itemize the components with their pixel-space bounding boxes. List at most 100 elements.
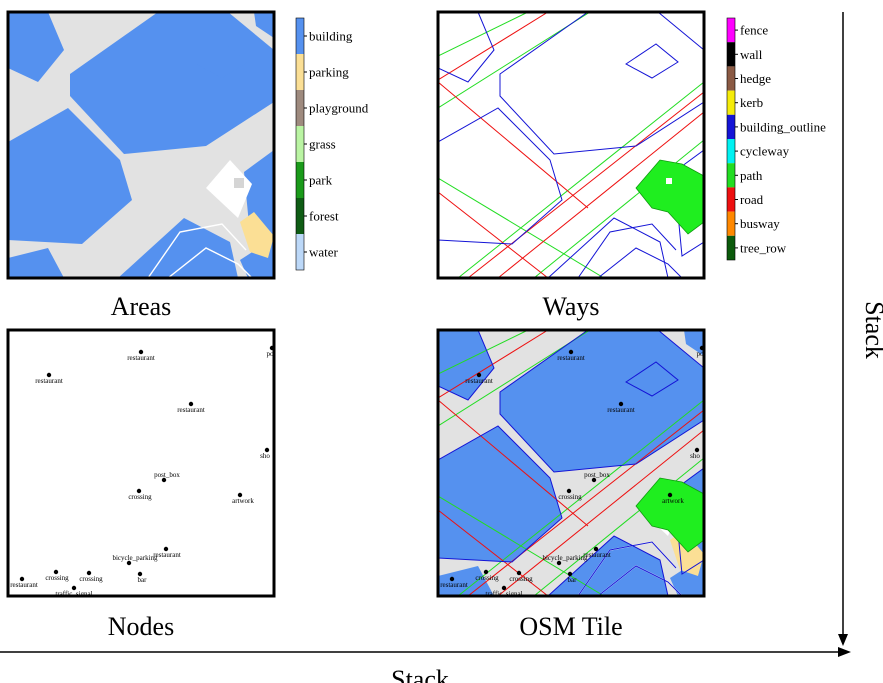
nodes-node-label: traffic_signal [55,590,92,598]
osm-tile-node-dot [566,488,572,494]
areas-legend-swatch-water [296,234,304,270]
nodes-node-dot [237,492,243,498]
areas-legend-swatch-grass [296,126,304,162]
nodes-node-dot [264,447,270,453]
nodes-node-label: crossing [128,493,152,501]
vertical-stack-arrowhead [838,634,848,646]
osm-tile-node-label: artwork [662,497,684,505]
areas-legend-label: water [309,245,339,260]
osm-tile-node-dot [501,585,507,591]
nodes-node-dot [19,576,25,582]
horizontal-stack-label: Stack [391,665,449,683]
nodes-node-dot [188,401,194,407]
ways-legend-label: cycleway [740,144,790,159]
nodes-node-label: post_box [154,471,180,479]
osm-tile-node-dot [449,576,455,582]
areas-legend-swatch-forest [296,198,304,234]
osm-tile-node-label: traffic_signal [485,590,522,598]
horizontal-stack-arrowhead [838,647,851,657]
nodes-node-dot [136,488,142,494]
nodes-node-dot [86,570,92,576]
nodes-node-dot [163,546,169,552]
areas-legend-label: parking [309,65,349,80]
ways-legend-swatch-path [727,163,735,188]
osm-tile-node-label: crossing [509,575,533,583]
areas-legend-label: building [309,29,353,44]
osm-tile-node-label: restaurant [465,377,493,385]
osm-tile-node-label: restaurant [607,406,635,414]
osm-tile-frame [436,328,706,598]
osm-tile-node-dot [591,477,597,483]
ways-legend-label: busway [740,216,780,231]
osm-tile-node-label: po [697,350,705,358]
nodes-node-label: restaurant [35,377,63,385]
osm-tile-node-dot [568,349,574,355]
osm-tile-node-dot [556,560,562,566]
areas-legend-label: park [309,173,333,188]
osm-tile-node-dot [516,570,522,576]
ways-legend-label: path [740,168,763,183]
nodes-node-label: restaurant [177,406,205,414]
ways-legend-swatch-wall [727,42,735,67]
ways-legend-swatch-cycleway [727,139,735,164]
osm-tile-node-dot [483,569,489,575]
ways-legend-swatch-tree_row [727,235,735,260]
areas-tile-frame [6,10,276,280]
osm-tile-node-dot [567,571,573,577]
horizontal-stack-axis: Stack [0,647,851,683]
ways-legend-label: wall [740,47,763,62]
nodes-node-label: restaurant [127,354,155,362]
nodes-node-dot [53,569,59,575]
areas-legend-swatch-playground [296,90,304,126]
osm-tile-node-dot [476,372,482,378]
osm-tile-node-label: restaurant [440,581,468,589]
nodes-node-dot [46,372,52,378]
nodes-node-dot [126,560,132,566]
ways-legend-swatch-fence [727,18,735,43]
osm-tile-node-label: bicycle_parking [542,554,588,562]
osm-tile-node-dot [593,546,599,552]
nodes-node-label: bar [138,576,148,584]
osm-tile-node-label: restaurant [583,551,611,559]
ways-legend-swatch-road [727,187,735,212]
ways-legend-swatch-busway [727,211,735,236]
areas-legend-label: forest [309,209,339,224]
ways-legend-label: tree_row [740,240,787,255]
nodes-node-label: artwork [232,497,254,505]
nodes-node-label: sho [260,452,270,460]
nodes-node-dot [138,349,144,355]
ways-legend-frame [726,17,736,261]
ways-legend-label: building_outline [740,119,826,134]
vertical-stack-axis: Stack [838,12,883,646]
osm-tile-node-label: bar [568,576,578,584]
osm-tile-node-dot [667,492,673,498]
areas-legend: buildingparkingplaygroundgrassparkforest… [295,17,369,271]
ways-legend-label: kerb [740,95,763,110]
areas-panel: buildingparkingplaygroundgrassparkforest… [6,10,369,321]
osm-tile-node-dot [618,401,624,407]
nodes-node-label: crossing [79,575,103,583]
areas-legend-swatch-parking [296,54,304,90]
nodes-tile-frame [6,328,276,598]
osm-tile-node-label: sho [690,452,700,460]
ways-legend-label: fence [740,23,768,38]
ways-tile-frame [436,10,706,280]
ways-legend: fencewallhedgekerbbuilding_outlinecyclew… [726,17,826,261]
osm-tile-node-label: crossing [558,493,582,501]
osm-tile-node-label: restaurant [557,354,585,362]
nodes-caption: Nodes [108,612,174,641]
vertical-stack-label: Stack [860,301,883,359]
ways-panel: fencewallhedgekerbbuilding_outlinecyclew… [436,10,826,321]
nodes-node-dot [161,477,167,483]
nodes-layer: restaurant restaurant restaurant po sho post_… [10,345,275,598]
areas-legend-swatch-park [296,162,304,198]
nodes-node-label: crossing [45,574,69,582]
ways-legend-swatch-hedge [727,66,735,91]
nodes-node-label: restaurant [10,581,38,589]
nodes-node-label: bicycle_parking [112,554,158,562]
nodes-node-label: po [267,350,275,358]
osm-tile-panel: restaurantrestaurantrestaurantposhopost_… [436,328,706,641]
osm-tile-node-dot [694,447,700,453]
nodes-node-dot [137,571,143,577]
areas-legend-swatch-building [296,18,304,54]
